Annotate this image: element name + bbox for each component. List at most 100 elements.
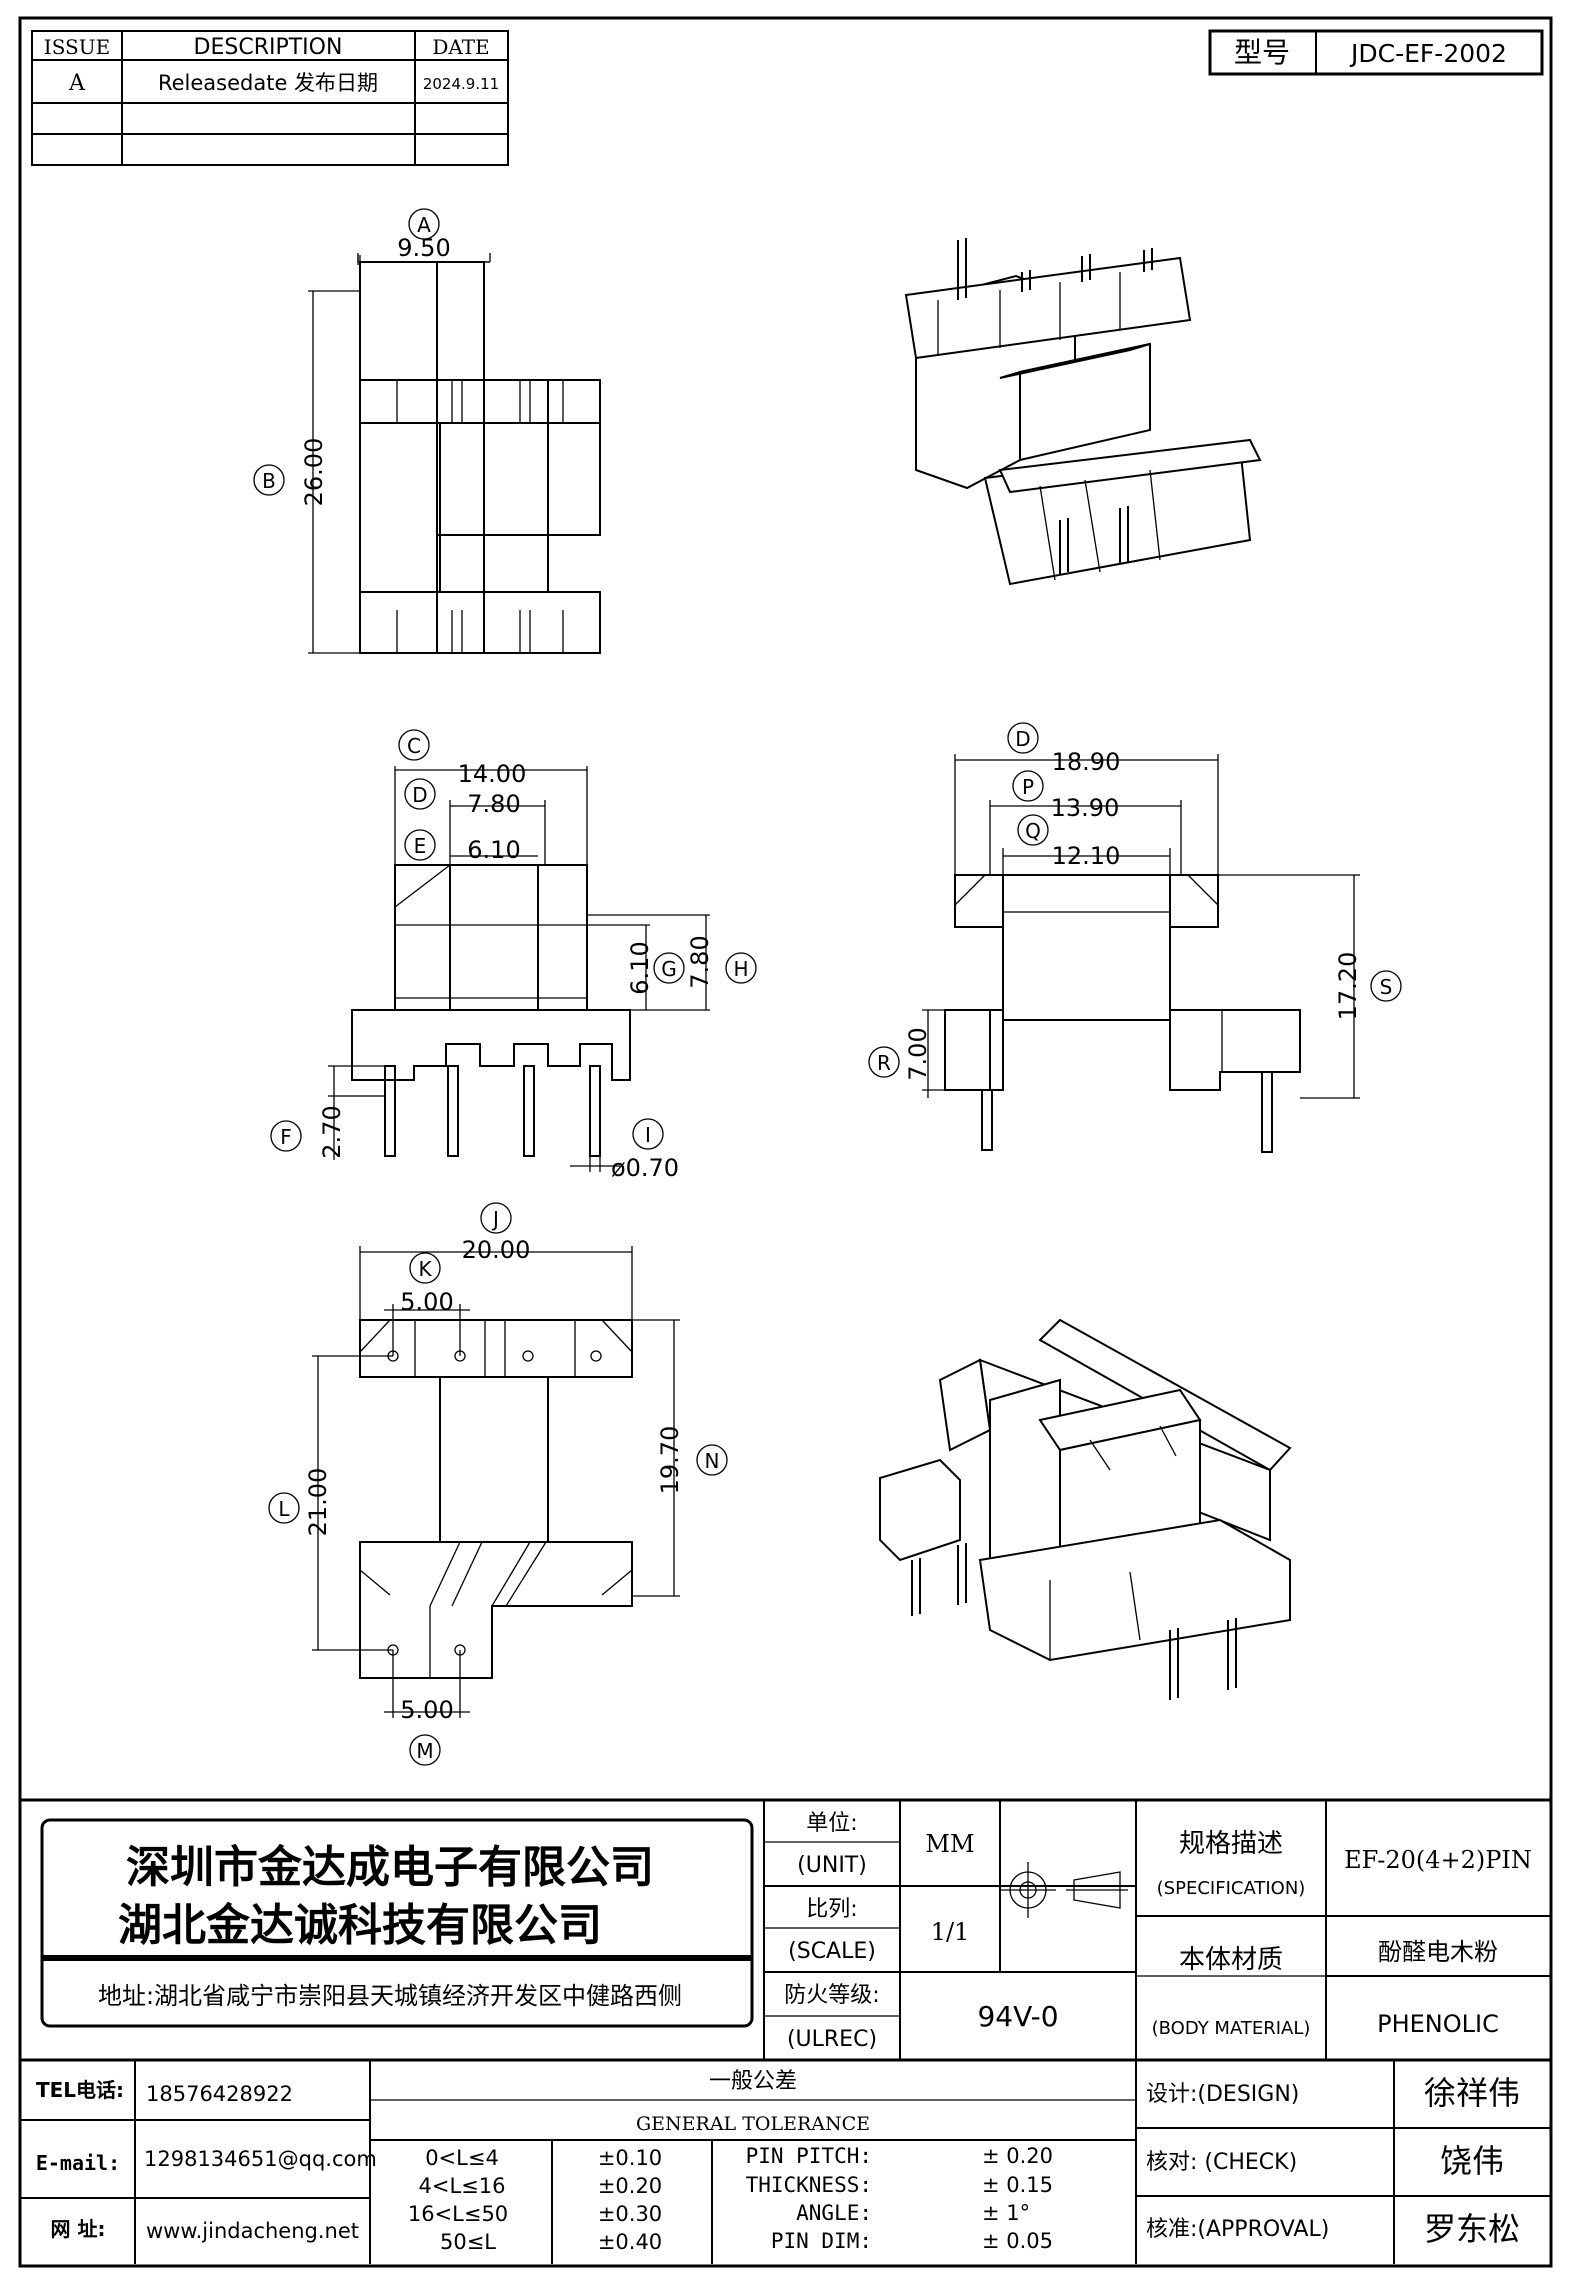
- dim-F-value: 2.70: [318, 1105, 346, 1158]
- dim-B-letter: B: [262, 469, 276, 493]
- unit-value: MM: [925, 1830, 974, 1858]
- tol-value-4: ±0.40: [598, 2230, 662, 2254]
- signoff-check-label: 核对: (CHECK): [1146, 2150, 1297, 2175]
- tol-value-3: ±0.30: [598, 2202, 662, 2226]
- dim-I-value: ø0.70: [611, 1154, 679, 1182]
- dim-P-letter: P: [1022, 775, 1034, 799]
- ul-label-en: (ULREC): [787, 2027, 877, 2052]
- third-angle-projection-icon: [1000, 1862, 1128, 1918]
- dim-E-balloon: [404, 829, 436, 861]
- tol-item-1: PIN PITCH:: [746, 2144, 872, 2168]
- spec-label-cn: 规格描述: [1179, 1829, 1283, 1859]
- dim-E-value: 6.10: [467, 836, 520, 864]
- signoff-approval-label: 核准:(APPROVAL): [1146, 2217, 1329, 2242]
- spec-value: EF-20(4+2)PIN: [1344, 1846, 1532, 1874]
- tolerance-items: PIN PITCH: THICKNESS: ANGLE: PIN DIM: ± …: [746, 2144, 1053, 2253]
- dim-N-value: 19.70: [656, 1426, 684, 1495]
- dim-J-value: 20.00: [462, 1236, 531, 1264]
- rev-issue: A: [68, 71, 86, 96]
- isometric-view-top: [904, 238, 1262, 586]
- dim-A-balloon: [408, 208, 440, 240]
- dim-D-balloon: [404, 778, 436, 810]
- model-number: JDC-EF-2002: [1349, 39, 1507, 68]
- tel-value: 18576428922: [146, 2082, 293, 2106]
- tolerance-ranges: 0<L≤4 4<L≤16 16<L≤50 50≤L ±0.10 ±0.20 ±0…: [408, 2146, 662, 2254]
- dim-J-balloon: [480, 1202, 512, 1234]
- dim-Q-letter: Q: [1025, 819, 1041, 843]
- material-value-cn: 酚醛电木粉: [1378, 1938, 1498, 1966]
- rev-header-date: DATE: [432, 35, 489, 59]
- title-block: 深圳市金达成电子有限公司 湖北金达诚科技有限公司 地址:湖北省咸宁市崇阳县天城镇…: [20, 1798, 1551, 2264]
- dim-G-letter: G: [661, 957, 677, 981]
- dim-M-letter: M: [416, 1739, 433, 1763]
- dim-L-value: 21.00: [304, 1468, 332, 1537]
- company-name-2: 湖北金达诚科技有限公司: [118, 1900, 602, 1951]
- tol-item-value-1: ± 0.20: [982, 2144, 1053, 2168]
- dim-N-balloon: [696, 1444, 728, 1476]
- sheet-border: [18, 16, 1553, 2268]
- dim-C-value: 14.00: [458, 760, 527, 788]
- dim-G-balloon: [653, 952, 685, 984]
- dim-I-letter: I: [645, 1123, 651, 1147]
- tol-item-4: PIN DIM:: [771, 2229, 872, 2253]
- dim-D-letter: D: [412, 783, 427, 807]
- tol-item-value-3: ± 1°: [982, 2201, 1030, 2225]
- dim-C-letter: C: [407, 734, 421, 758]
- web-value[interactable]: www.jindacheng.net: [146, 2219, 359, 2243]
- revision-table: ISSUE DESCRIPTION DATE A Releasedate 发布日…: [31, 30, 509, 166]
- tol-item-2: THICKNESS:: [746, 2173, 872, 2197]
- material-value-en: PHENOLIC: [1377, 2010, 1499, 2038]
- signoff-check-name: 饶伟: [1440, 2142, 1504, 2180]
- tol-item-value-2: ± 0.15: [982, 2173, 1053, 2197]
- dim-B-balloon: [253, 464, 285, 496]
- dim-R-letter: R: [877, 1051, 891, 1075]
- dim-Q-value: 12.10: [1052, 842, 1121, 870]
- tol-range-4: 50≤L: [440, 2230, 496, 2254]
- tol-item-value-4: ± 0.05: [982, 2229, 1053, 2253]
- dim-O-letter: D: [1015, 727, 1030, 751]
- dim-S-letter: S: [1380, 975, 1393, 999]
- dim-D-value: 7.80: [467, 790, 520, 818]
- dim-H-balloon: [725, 952, 757, 984]
- dim-L-letter: L: [278, 1497, 290, 1521]
- dim-A-value: 9.50: [397, 234, 450, 262]
- rev-header-issue: ISSUE: [44, 35, 110, 59]
- email-value[interactable]: 1298134651@qq.com: [144, 2147, 377, 2171]
- signoff-design-label: 设计:(DESIGN): [1146, 2082, 1299, 2107]
- company-name-1: 深圳市金达成电子有限公司: [126, 1842, 654, 1893]
- signoff-design-name: 徐祥伟: [1424, 2074, 1520, 2112]
- rev-date: 2024.9.11: [423, 75, 499, 93]
- dim-K-balloon: [409, 1252, 441, 1284]
- dim-P-value: 13.90: [1051, 794, 1120, 822]
- rev-description: Releasedate 发布日期: [158, 71, 378, 95]
- dim-G-value: 6.10: [626, 941, 654, 994]
- tolerance-title-cn: 一般公差: [709, 2069, 797, 2094]
- scale-value: 1/1: [931, 1918, 970, 1946]
- dim-J-letter: J: [491, 1207, 499, 1231]
- dim-R-balloon: [868, 1046, 900, 1078]
- model-label: 型号: [1234, 36, 1290, 69]
- company-address: 地址:湖北省咸宁市崇阳县天城镇经济开发区中健路西侧: [98, 1982, 682, 2010]
- dim-F-balloon: [270, 1120, 302, 1152]
- spec-label-en: (SPECIFICATION): [1157, 1878, 1306, 1899]
- dim-S-value: 17.20: [1334, 952, 1362, 1021]
- model-box: 型号 JDC-EF-2002: [1208, 29, 1544, 76]
- email-label: E-mail:: [36, 2151, 120, 2175]
- dim-N-letter: N: [705, 1449, 720, 1473]
- dim-C-balloon: [398, 729, 430, 761]
- dim-R-value: 7.00: [904, 1027, 932, 1080]
- dim-A-letter: A: [417, 213, 431, 237]
- dim-B-value: 26.00: [300, 438, 328, 507]
- dim-H-letter: H: [733, 957, 748, 981]
- isometric-view-bottom: [879, 1318, 1292, 1700]
- material-label-en: (BODY MATERIAL): [1152, 2018, 1311, 2039]
- signoff-approval-name: 罗东松: [1424, 2210, 1520, 2248]
- dim-K-letter: K: [418, 1257, 432, 1281]
- unit-label-cn: 单位:: [806, 1811, 857, 1836]
- company-box: [40, 1818, 754, 2028]
- tol-value-2: ±0.20: [598, 2174, 662, 2198]
- tol-range-3: 16<L≤50: [408, 2202, 508, 2226]
- tol-range-1: 0<L≤4: [425, 2146, 499, 2170]
- dim-E-letter: E: [414, 834, 427, 858]
